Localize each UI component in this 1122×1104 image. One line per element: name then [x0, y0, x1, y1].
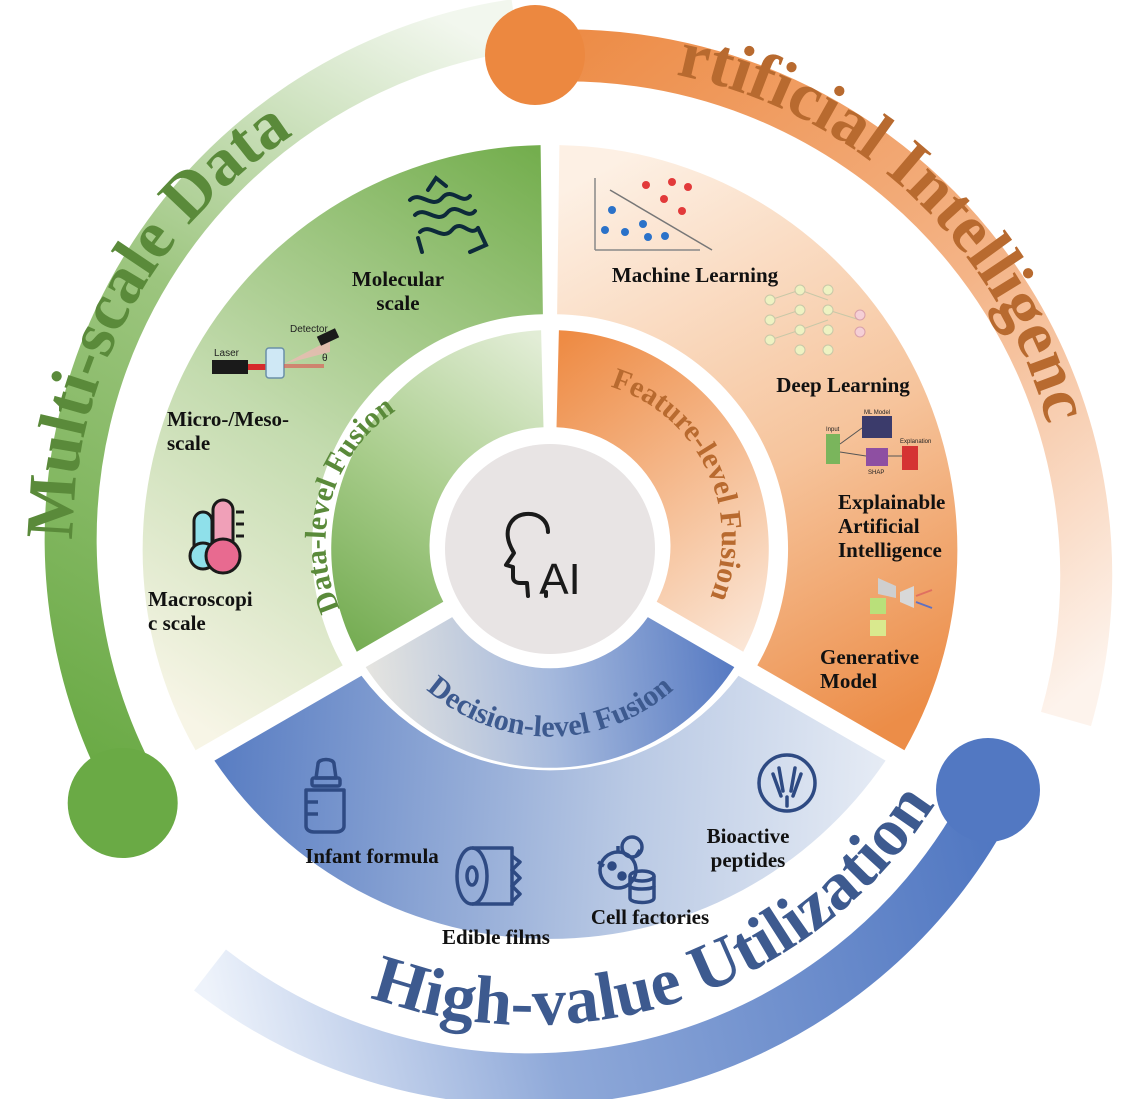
label-explainable-ai-line-3: Intelligence: [838, 538, 942, 562]
scatter-plot-icon: [594, 178, 713, 251]
sector-decision-level-fusion: [365, 617, 735, 768]
xai-shap-label: SHAP: [868, 470, 884, 476]
outer-arc-high-value-utilization: [194, 787, 1014, 1104]
label-micro-meso-scale-line-1: Micro-/Meso-: [167, 407, 289, 431]
label-bioactive-peptides-line-2: peptides: [711, 848, 786, 872]
label-edible-films-line-1: Edible films: [442, 925, 550, 949]
label-macroscopic-scale-line-2: c scale: [148, 611, 206, 635]
label-bioactive-peptides-line-1: Bioactive: [707, 824, 790, 848]
protein-structure-icon: [408, 175, 489, 254]
thermometer-icon: [188, 498, 244, 575]
antibody-icon: [757, 753, 817, 813]
arc-end-cap-orange: [485, 5, 585, 105]
xai-model-label: ML Model: [864, 410, 890, 416]
cell-factory-icon: [597, 835, 656, 905]
label-micro-meso-scale: Micro-/Meso-scale: [167, 407, 289, 455]
angle-label: θ: [322, 353, 328, 364]
baby-bottle-icon: [304, 757, 346, 834]
label-cell-factories-line-1: Cell factories: [591, 905, 709, 929]
sector-data-level-fusion: [331, 330, 544, 652]
sector-multi-scale-data: [142, 145, 543, 751]
label-molecular-scale-line-2: scale: [376, 291, 419, 315]
laser-scattering-icon: Laser Detector θ: [212, 324, 340, 379]
label-machine-learning: Machine Learning: [612, 263, 779, 287]
detector-label: Detector: [290, 324, 328, 335]
outer-arc-artificial-intelligence: [522, 29, 1113, 727]
film-roll-icon: [455, 846, 522, 906]
label-explainable-ai-line-1: Explainable: [838, 490, 945, 514]
arc-end-cap-blue: [936, 738, 1040, 842]
xai-input-label: Input: [826, 427, 840, 433]
label-deep-learning: Deep Learning: [776, 373, 910, 397]
label-macroscopic-scale-line-1: Macroscopi: [148, 587, 253, 611]
shap-explanation-icon: Input ML Model SHAP Explanation: [826, 410, 931, 476]
label-generative-model-line-1: Generative: [820, 645, 919, 669]
sector-artificial-intelligence: [557, 145, 958, 751]
label-molecular-scale-line-1: Molecular: [352, 267, 444, 291]
ai-head-icon: [504, 511, 550, 598]
arc-end-cap-green: [67, 748, 178, 858]
label-machine-learning-line-1: Machine Learning: [612, 263, 779, 287]
sector-high-value-utilization: [214, 675, 886, 939]
generative-model-icon: [870, 578, 933, 636]
label-infant-formula: Infant formula: [305, 844, 439, 868]
label-infant-formula-line-1: Infant formula: [305, 844, 439, 868]
label-edible-films: Edible films: [442, 925, 550, 949]
center-circle: [445, 444, 655, 654]
label-micro-meso-scale-line-2: scale: [167, 431, 210, 455]
sector-feature-level-fusion: [556, 330, 769, 652]
xai-explanation-label: Explanation: [900, 439, 931, 445]
label-generative-model-line-2: Model: [820, 669, 877, 693]
laser-label: Laser: [214, 348, 240, 359]
label-deep-learning-line-1: Deep Learning: [776, 373, 910, 397]
outer-arc-multi-scale-data: [44, 0, 520, 778]
label-cell-factories: Cell factories: [591, 905, 709, 929]
center-ai-label: AI: [539, 555, 581, 604]
neural-network-icon: [764, 284, 866, 356]
label-explainable-ai-line-2: Artificial: [838, 514, 920, 538]
